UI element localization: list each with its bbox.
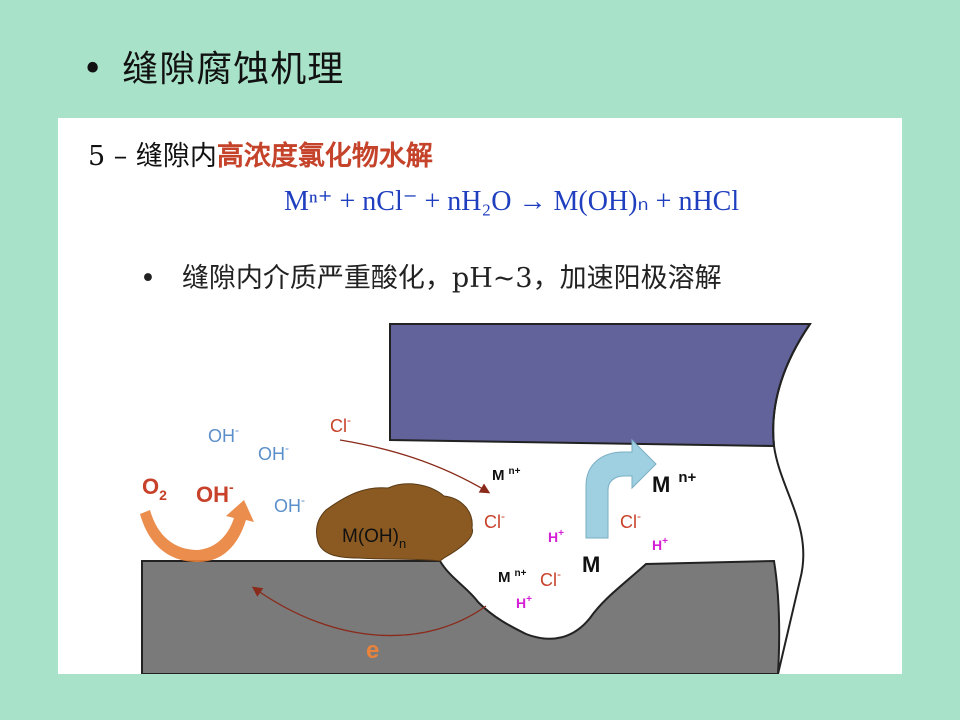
crevice-former-plate	[389, 323, 812, 448]
cl-ion-top: Cl-	[330, 413, 351, 436]
electron-flow-arrow-icon	[251, 586, 487, 637]
figure-panel: 5 – 缝隙内高浓度氯化物水解 Mⁿ⁺ + nCl⁻ + nH₂O → M(OH…	[58, 118, 902, 674]
cl-ion-low: Cl-	[540, 567, 561, 590]
acidification-bullet: • 缝隙内介质严重酸化，pH~3，加速阳极溶解	[140, 256, 722, 295]
cl-ion-right: Cl-	[620, 509, 641, 532]
right-edge-line	[772, 323, 811, 674]
heading-emphasis: 高浓度氯化物水解	[216, 141, 433, 172]
heading-prefix: 5 – 缝隙内	[88, 141, 217, 172]
o2-label: O2	[142, 474, 167, 503]
orange-curved-arrow-icon	[140, 500, 254, 562]
product-label: M(OH)n	[342, 526, 406, 551]
oh-orange-label: OH-	[196, 479, 234, 507]
hydrolysis-equation: Mⁿ⁺ + nCl⁻ + nH₂O → M(OH)ₙ + nHCl	[284, 186, 740, 217]
slide-title: • 缝隙腐蚀机理	[82, 40, 344, 92]
corrosion-product-deposit	[315, 483, 474, 562]
title-bullet: •	[82, 49, 105, 90]
oh-ion-1: OH-	[208, 423, 239, 446]
oh-ion-3: OH-	[274, 493, 305, 516]
electron-label: e	[366, 637, 379, 664]
bullet-text: 缝隙内介质严重酸化，pH~3，加速阳极溶解	[181, 263, 722, 294]
title-text: 缝隙腐蚀机理	[122, 49, 345, 90]
h-ion-low: H+	[516, 594, 532, 611]
blue-curved-arrow-icon	[585, 438, 657, 539]
cl-ion-mid: Cl-	[484, 509, 505, 532]
metal-substrate	[141, 559, 781, 674]
metal-label: M	[582, 552, 600, 577]
bullet-mark: •	[140, 263, 156, 294]
h-ion-mid: H+	[548, 528, 564, 545]
section-heading: 5 – 缝隙内高浓度氯化物水解	[88, 134, 433, 173]
ion-migration-arrow-icon	[339, 439, 491, 494]
h-ion-right: H+	[652, 536, 668, 553]
oh-ion-2: OH-	[258, 441, 289, 464]
